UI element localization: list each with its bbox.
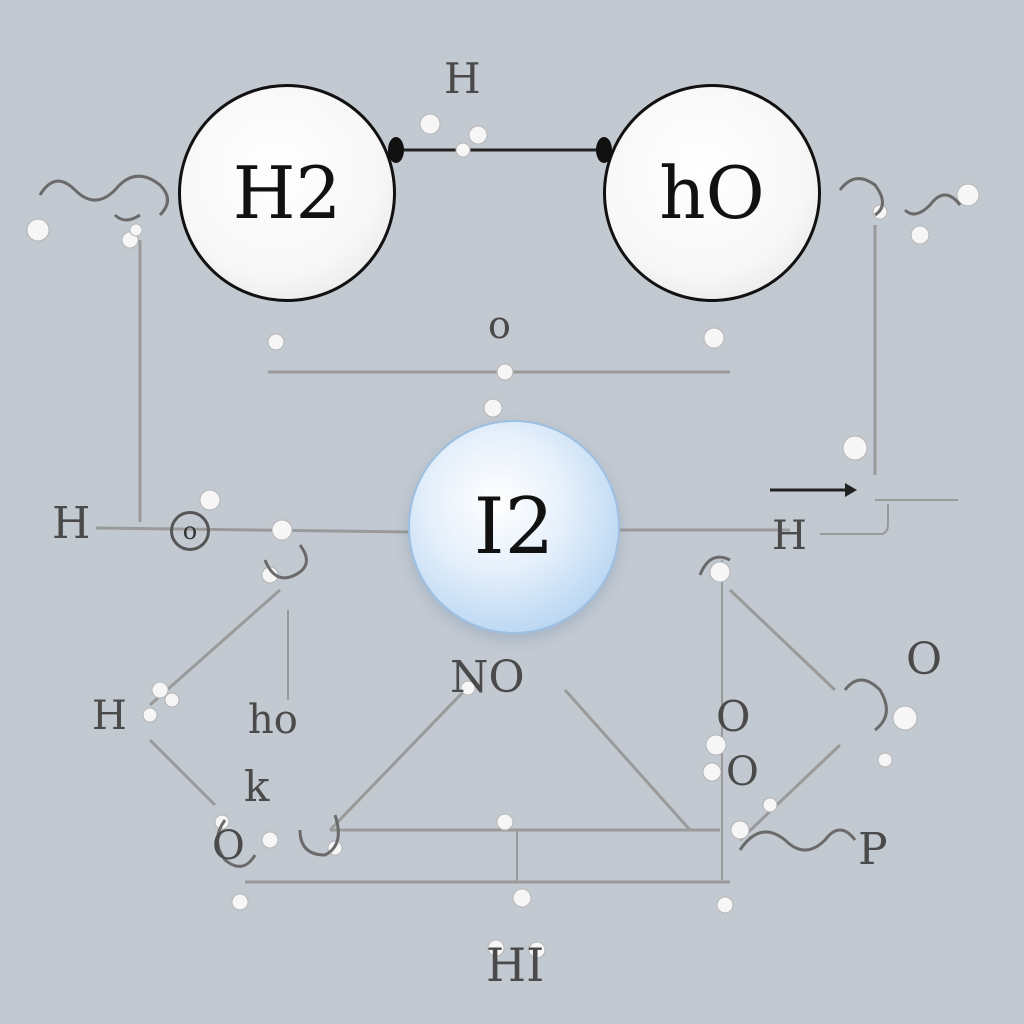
label-lower-left-ho: ho [248, 697, 298, 743]
label-mid-no: NO [450, 652, 525, 703]
label-right-o2: O [716, 692, 751, 741]
label-right-o3: O [726, 749, 759, 795]
ring-o-atom: o [170, 511, 210, 551]
right-hook [820, 504, 889, 535]
h2-node-label: H2 [232, 151, 342, 235]
label-bottom-hi: HI [486, 938, 545, 992]
right-arrow-head [845, 483, 857, 497]
label-left-h: H [52, 498, 91, 549]
label-center-o: o [488, 303, 511, 347]
label-right-h: H [772, 513, 807, 559]
right-diagonal-low [738, 743, 842, 842]
label-top-h: H [444, 54, 481, 103]
left-horizontal [95, 526, 411, 534]
left-diagonal-down [148, 738, 217, 807]
ho-node: hO [603, 84, 821, 302]
i2-node: I2 [408, 420, 620, 634]
label-right-p: P [858, 824, 888, 875]
triangle-right [563, 689, 692, 831]
label-bottom-left-o: O [212, 823, 245, 869]
right-diagonal [728, 588, 837, 692]
triangle-left [328, 688, 467, 832]
label-bl-h: H [92, 693, 127, 739]
h2-node: H2 [178, 84, 396, 302]
i2-node-label: I2 [473, 482, 555, 572]
label-right-o1: O [906, 634, 943, 685]
top-bond-cap-left [388, 137, 404, 163]
swirl-decorations [38, 174, 962, 868]
ring-o-label: o [182, 517, 198, 545]
ho-node-label: hO [659, 151, 765, 235]
label-lower-left-k: k [244, 762, 270, 811]
left-diagonal-up [149, 588, 281, 707]
